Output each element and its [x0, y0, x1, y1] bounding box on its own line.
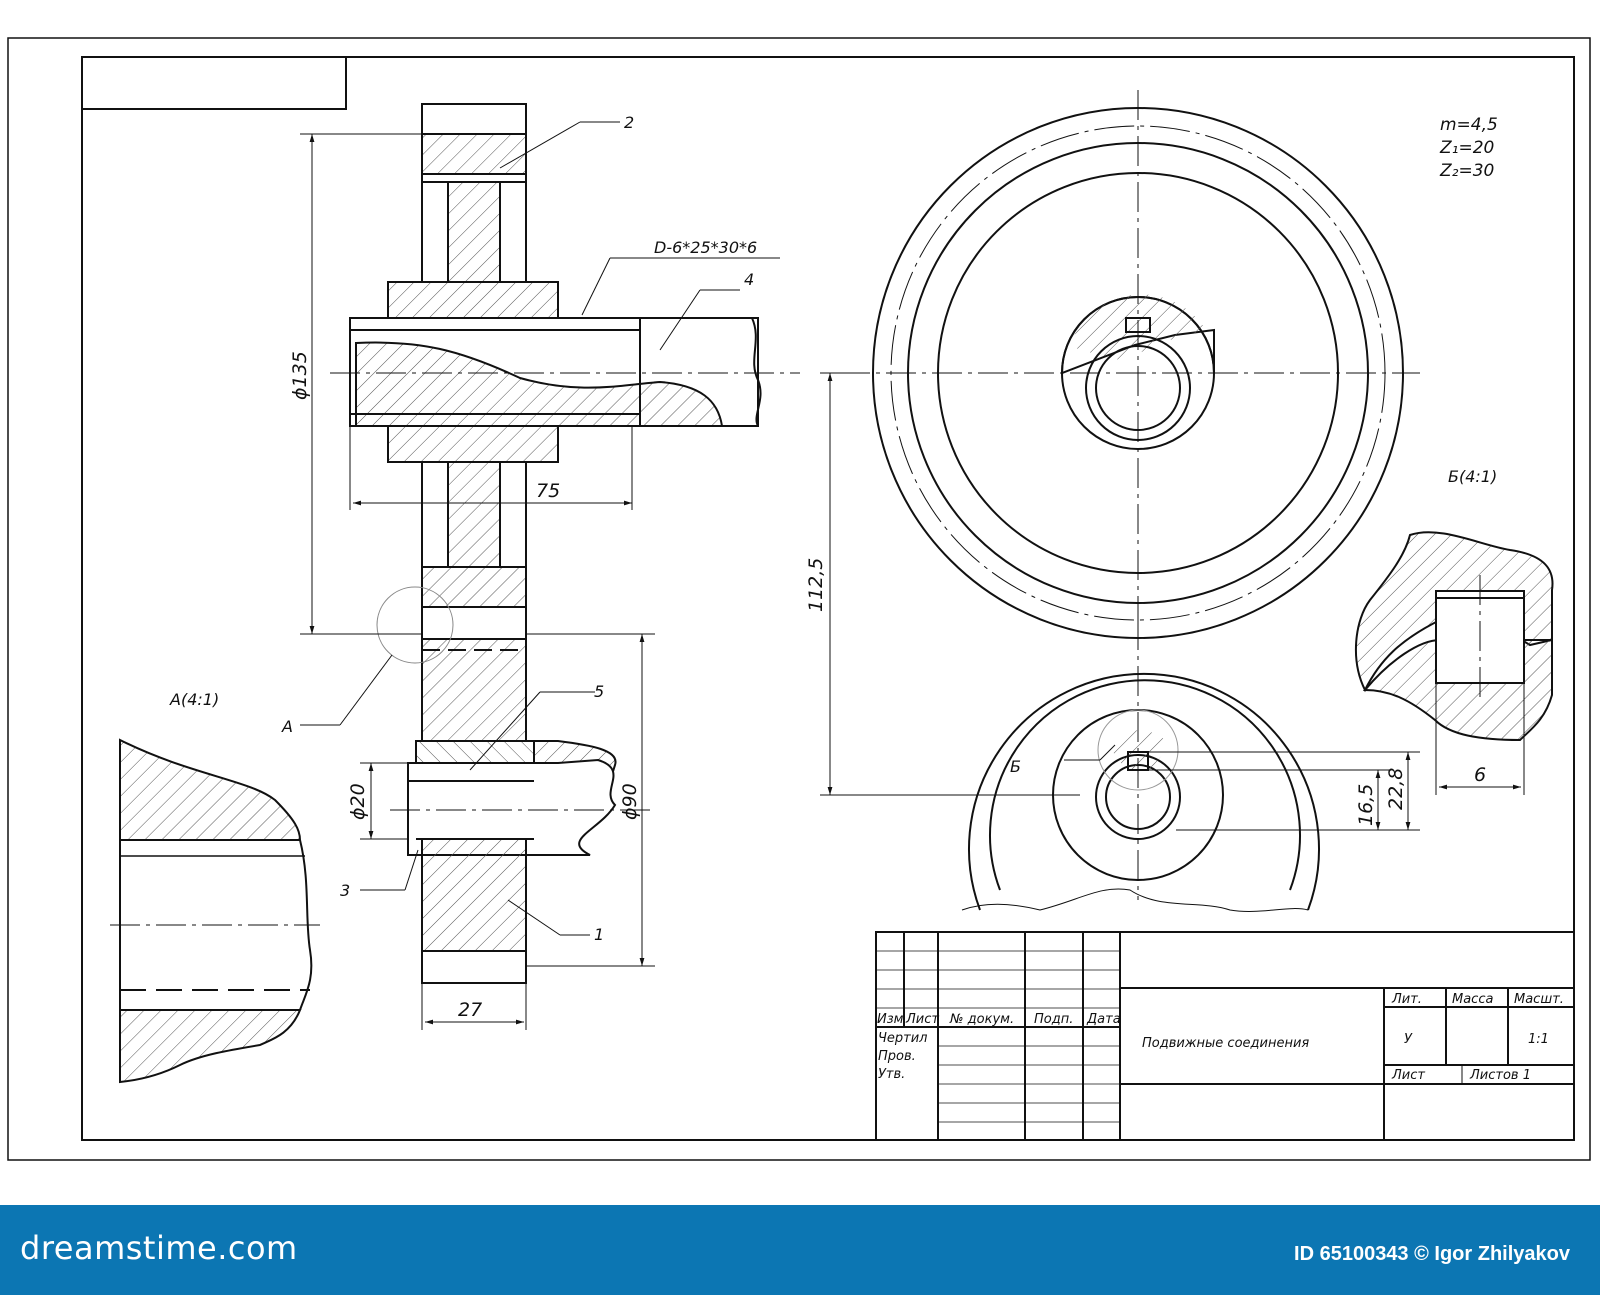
detail-a-marker: A: [281, 717, 293, 736]
watermark-footer: dreamstime.com ID 65100343 © Igor Zhilya…: [0, 1205, 1600, 1295]
z1-label: Z₁=20: [1439, 138, 1494, 158]
dim-27: 27: [458, 999, 482, 1021]
detail-a-title: A(4:1): [169, 690, 219, 709]
outer-frame: [7, 37, 1591, 1161]
tb-sheet-label: Лист: [1391, 1068, 1425, 1083]
tb-title: Подвижные соединения: [1142, 1036, 1309, 1051]
drawing-sheet: m=4,5 Z₁=20 Z₂=30 D-6*25*30*6 2 4 5 1 3 …: [7, 37, 1591, 1161]
tb-row-chertil: Чертил: [878, 1031, 928, 1046]
tb-massa-header: Масса: [1452, 992, 1493, 1007]
tb-scale-value: 1:1: [1528, 1032, 1549, 1047]
footer-brand: dreamstime.com: [20, 1229, 298, 1267]
module-label: m=4,5: [1440, 115, 1498, 135]
dim-d20: ϕ20: [347, 783, 369, 820]
footer-credit: ID 65100343 © Igor Zhilyakov: [1294, 1243, 1570, 1265]
part-number-3: 3: [340, 881, 350, 900]
tb-header-izm: Изм: [877, 1012, 904, 1027]
tb-header-doc: № докум.: [949, 1012, 1014, 1027]
dimensions-left: [300, 121, 780, 1030]
front-view: [840, 90, 1420, 912]
tb-lit-header: Лит.: [1391, 992, 1422, 1007]
corner-box: [81, 56, 347, 110]
spline-callout: D-6*25*30*6: [654, 238, 757, 257]
z2-label: Z₂=30: [1439, 161, 1494, 181]
dim-16-5: 16,5: [1355, 784, 1377, 826]
tb-row-prov: Пров.: [878, 1049, 916, 1064]
tb-header-data: Дата: [1086, 1012, 1121, 1027]
detail-a: [110, 738, 320, 1084]
detail-b: [1354, 531, 1554, 795]
tb-lit-value: У: [1404, 1032, 1413, 1047]
tb-sheets-label: Листов 1: [1469, 1068, 1531, 1083]
dim-22-8: 22,8: [1385, 768, 1407, 810]
part-number-2: 2: [624, 113, 634, 132]
dim-d90: ϕ90: [619, 783, 641, 820]
inner-frame: [81, 56, 1575, 1141]
part-number-4: 4: [744, 270, 754, 289]
tb-masht-header: Масшт.: [1514, 992, 1564, 1007]
detail-b-marker: Б: [1010, 757, 1021, 776]
dimensions-right: [820, 372, 1420, 831]
part-number-5: 5: [594, 682, 604, 701]
technical-drawing: m=4,5 Z₁=20 Z₂=30 D-6*25*30*6 2 4 5 1 3 …: [7, 37, 1591, 1161]
title-block: [875, 931, 1575, 1141]
tb-header-list: Лист: [905, 1012, 939, 1027]
detail-b-title: Б(4:1): [1448, 467, 1497, 486]
section-view: [330, 103, 800, 984]
dim-6: 6: [1474, 764, 1486, 786]
dim-112-5: 112,5: [805, 558, 827, 612]
part-number-1: 1: [594, 925, 604, 944]
tb-row-utv: Утв.: [878, 1067, 905, 1082]
dim-d135: ϕ135: [289, 351, 311, 400]
tb-header-podp: Подп.: [1034, 1012, 1073, 1027]
dim-75: 75: [536, 480, 560, 502]
drawing-labels: m=4,5 Z₁=20 Z₂=30 D-6*25*30*6 2 4 5 1 3 …: [169, 113, 1564, 1083]
